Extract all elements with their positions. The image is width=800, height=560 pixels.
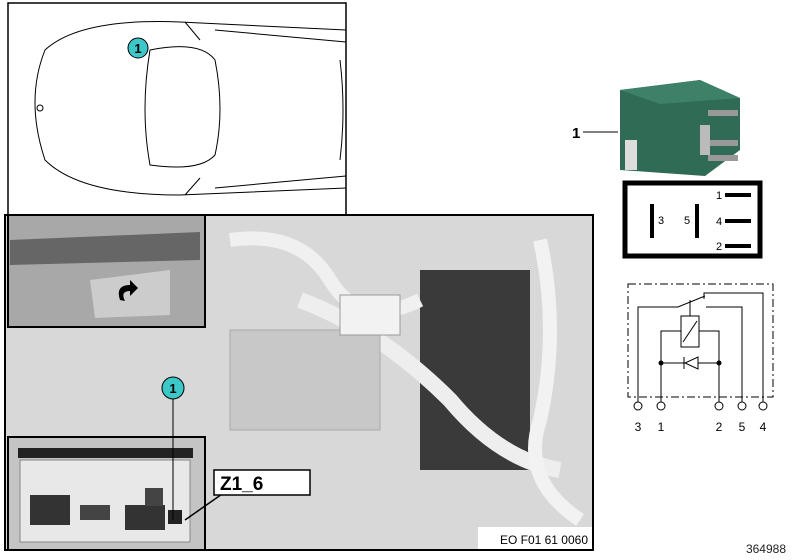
- terminal-label: 4: [760, 420, 767, 434]
- pin-label: 2: [716, 241, 722, 253]
- relay-pin-layout: 3 5 1 4 2: [622, 180, 763, 259]
- z1-6-label: Z1_6: [184, 469, 311, 521]
- relay-image: 1: [572, 80, 740, 176]
- schematic-terminal-labels: 3 1 2 5 4: [635, 420, 767, 434]
- callout-1-photo: 1: [161, 376, 185, 520]
- car-top-view-panel: [7, 2, 347, 216]
- terminal-label: 2: [716, 420, 723, 434]
- pin-label: 1: [716, 190, 722, 202]
- terminal-label: 5: [739, 420, 746, 434]
- callout-1-car: 1: [127, 37, 149, 59]
- pin-label: 5: [684, 215, 690, 227]
- relay-part-label: 1: [572, 125, 580, 142]
- pin-label: 4: [716, 216, 722, 228]
- photo-reference-label: EO F01 61 0060: [478, 527, 592, 549]
- terminal-label: 3: [635, 420, 642, 434]
- photo-reference-text: EO F01 61 0060: [500, 533, 588, 547]
- dashboard-inset: [7, 214, 206, 328]
- terminal-label: 1: [658, 420, 665, 434]
- callout-number: 1: [169, 381, 176, 396]
- pin-label: 3: [658, 215, 664, 227]
- location-label-text: Z1_6: [220, 474, 263, 495]
- fuse-box-inset: [7, 436, 206, 551]
- relay-schematic: [627, 283, 774, 411]
- diagram-id: 364988: [746, 542, 786, 556]
- callout-number: 1: [134, 41, 141, 56]
- rotate-arrow-icon: [118, 280, 138, 301]
